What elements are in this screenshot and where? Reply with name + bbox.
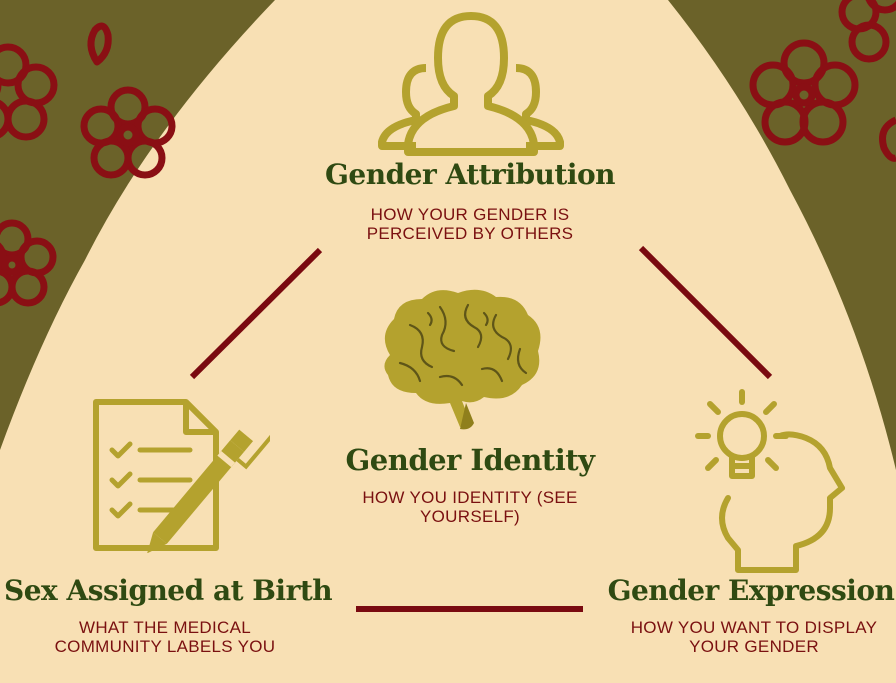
gender-identity-title: Gender Identity bbox=[345, 443, 595, 477]
gender-expression-title: Gender Expression bbox=[607, 574, 895, 607]
flower-icon bbox=[838, 0, 896, 63]
flower-decorations bbox=[0, 0, 896, 307]
connector-attribution-expression bbox=[638, 245, 773, 380]
connector-attribution-sex bbox=[189, 247, 323, 380]
gender-attribution-title: Gender Attribution bbox=[324, 158, 616, 191]
petal-icon bbox=[879, 116, 896, 162]
flower-icon bbox=[0, 219, 57, 307]
gender-identity-description: HOW YOU IDENTITY (SEE YOURSELF) bbox=[362, 488, 578, 526]
gender-attribution-description: HOW YOUR GENDER IS PERCEIVED BY OTHERS bbox=[366, 205, 574, 243]
sex-assigned-description: WHAT THE MEDICAL COMMUNITY LABELS YOU bbox=[54, 618, 276, 656]
sex-assigned-title: Sex Assigned at Birth bbox=[4, 574, 333, 607]
brain-icon bbox=[384, 289, 541, 430]
connector-lines bbox=[189, 245, 773, 612]
petal-icon bbox=[87, 22, 112, 66]
lightbulb-head-icon bbox=[695, 389, 845, 573]
flower-icon bbox=[749, 39, 859, 146]
people-group-icon bbox=[378, 12, 564, 156]
flower-icon bbox=[0, 43, 58, 141]
flower-icon bbox=[80, 86, 176, 179]
checklist-pencil-icon bbox=[93, 399, 270, 553]
gender-expression-description: HOW YOU WANT TO DISPLAY YOUR GENDER bbox=[630, 618, 878, 656]
left-olive-panel bbox=[0, 0, 275, 450]
